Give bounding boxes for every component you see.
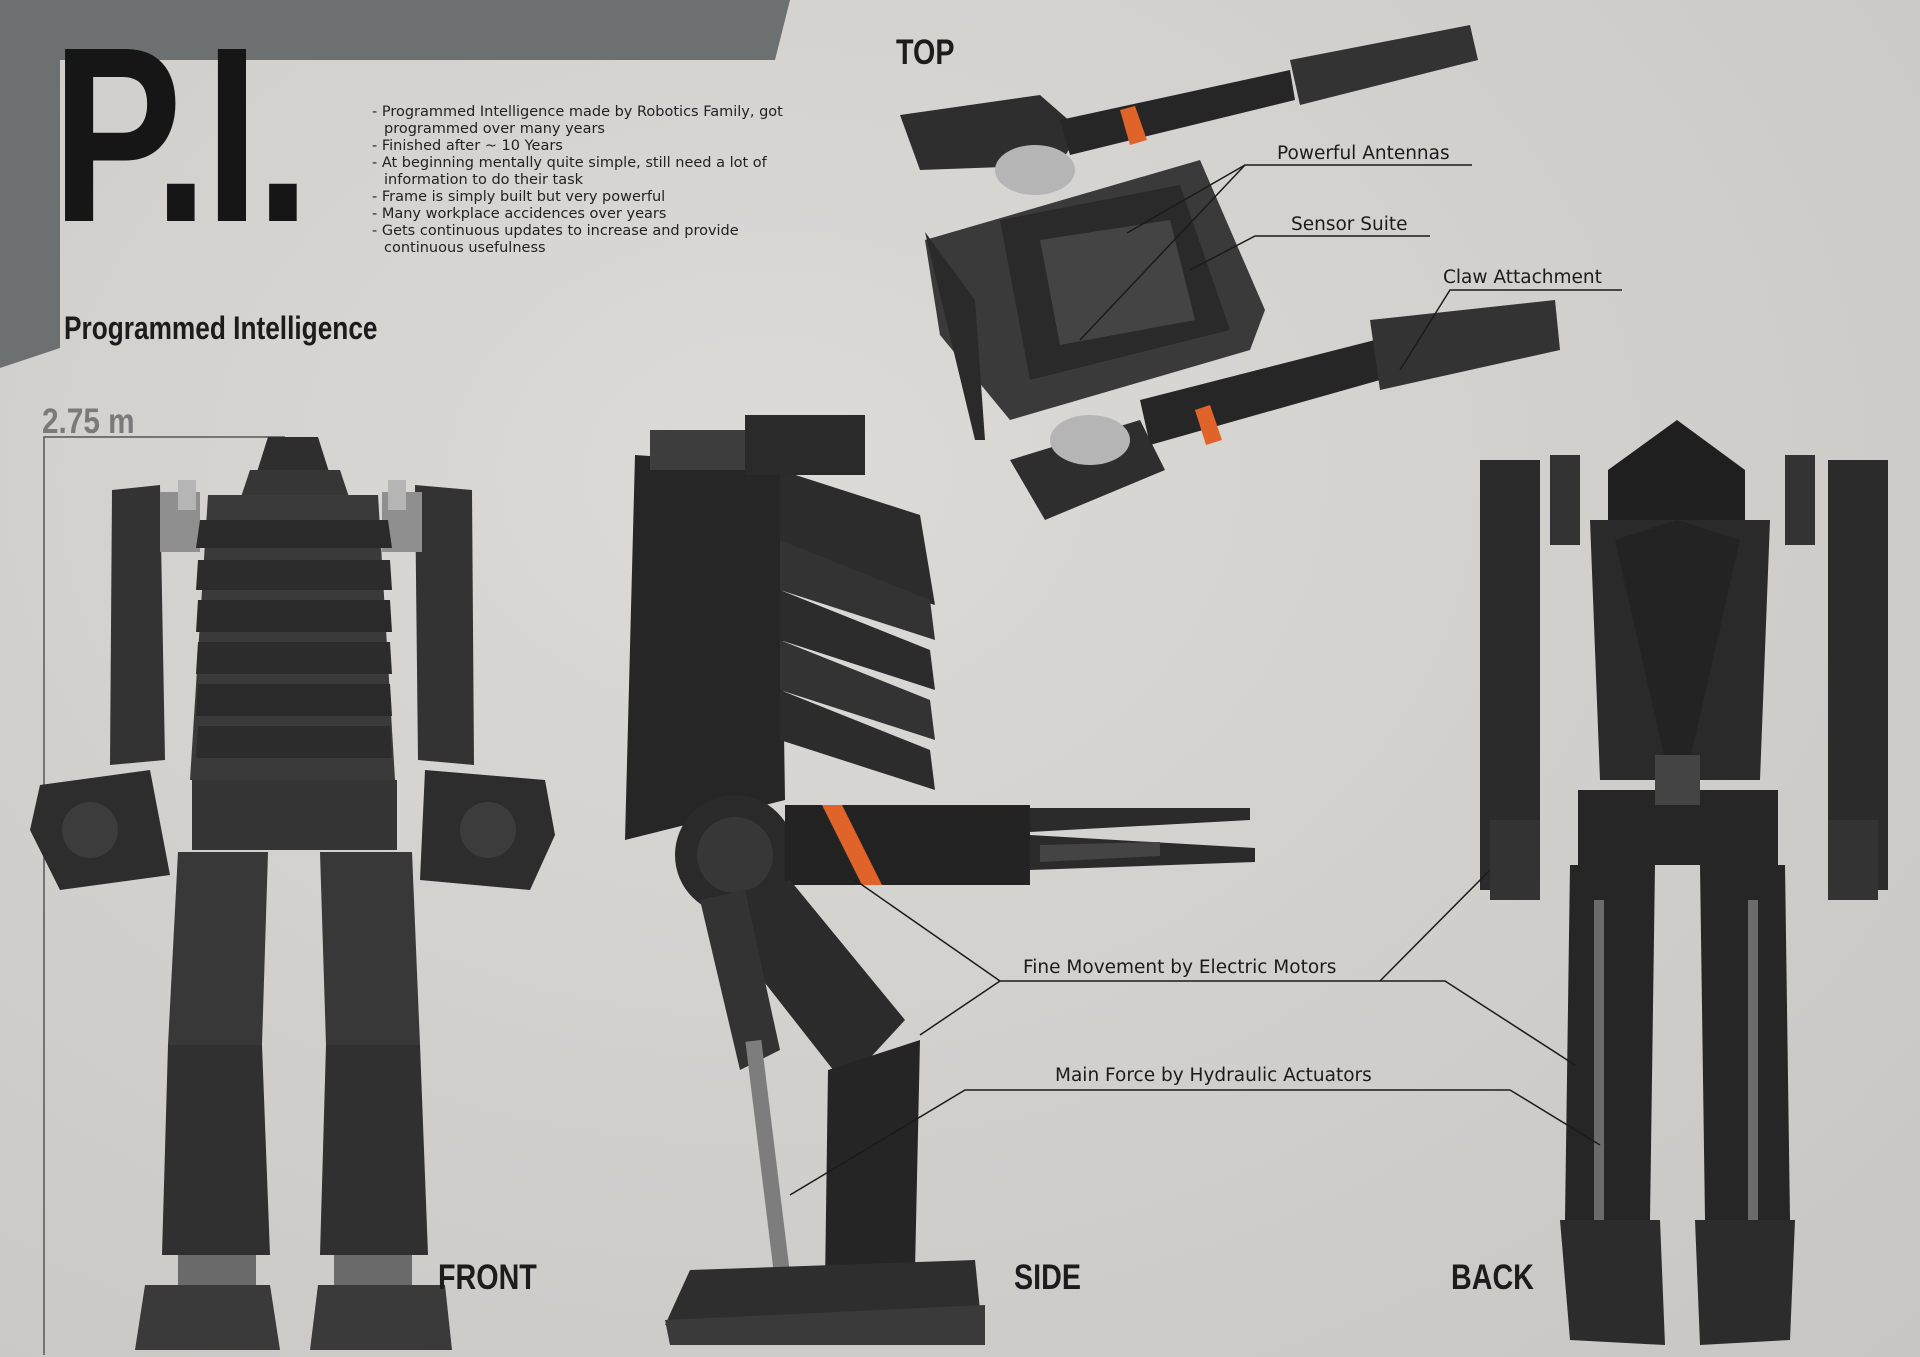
callout-motors: Fine Movement by Electric Motors bbox=[1023, 957, 1337, 978]
description-item: Frame is simply built but very powerful bbox=[372, 189, 792, 206]
description-item: Finished after ~ 10 Years bbox=[372, 138, 792, 155]
view-label-back: BACK bbox=[1451, 1258, 1534, 1297]
view-label-side: SIDE bbox=[1014, 1258, 1081, 1297]
callout-sensors: Sensor Suite bbox=[1291, 214, 1408, 235]
description-list: Programmed Intelligence made by Robotics… bbox=[372, 104, 792, 257]
description-item: Many workplace accidences over years bbox=[372, 206, 792, 223]
height-label: 2.75 m bbox=[42, 402, 135, 441]
hydraulics-leader bbox=[789, 1089, 1510, 1196]
page-subtitle: Programmed Intelligence bbox=[64, 310, 378, 346]
description-item: Programmed Intelligence made by Robotics… bbox=[372, 104, 792, 138]
callout-hydraulics: Main Force by Hydraulic Actuators bbox=[1055, 1065, 1372, 1086]
antennas-leader-2 bbox=[1079, 164, 1246, 341]
motors-leader-2 bbox=[919, 980, 1001, 1036]
callout-claw: Claw Attachment bbox=[1443, 267, 1602, 288]
description-item: Gets continuous updates to increase and … bbox=[372, 223, 792, 257]
callout-antennas: Powerful Antennas bbox=[1277, 143, 1450, 164]
claw-leader bbox=[1399, 289, 1622, 371]
view-label-top: TOP bbox=[896, 33, 955, 72]
hydraulics-leader-2 bbox=[1509, 1089, 1601, 1146]
motors-leader-3 bbox=[1379, 869, 1491, 982]
description-item: At beginning mentally quite simple, stil… bbox=[372, 155, 792, 189]
motors-leader-4 bbox=[1380, 980, 1576, 1066]
sensors-leader bbox=[1189, 235, 1430, 271]
view-label-front: FRONT bbox=[438, 1258, 537, 1297]
page-title: P.I. bbox=[52, 0, 310, 274]
